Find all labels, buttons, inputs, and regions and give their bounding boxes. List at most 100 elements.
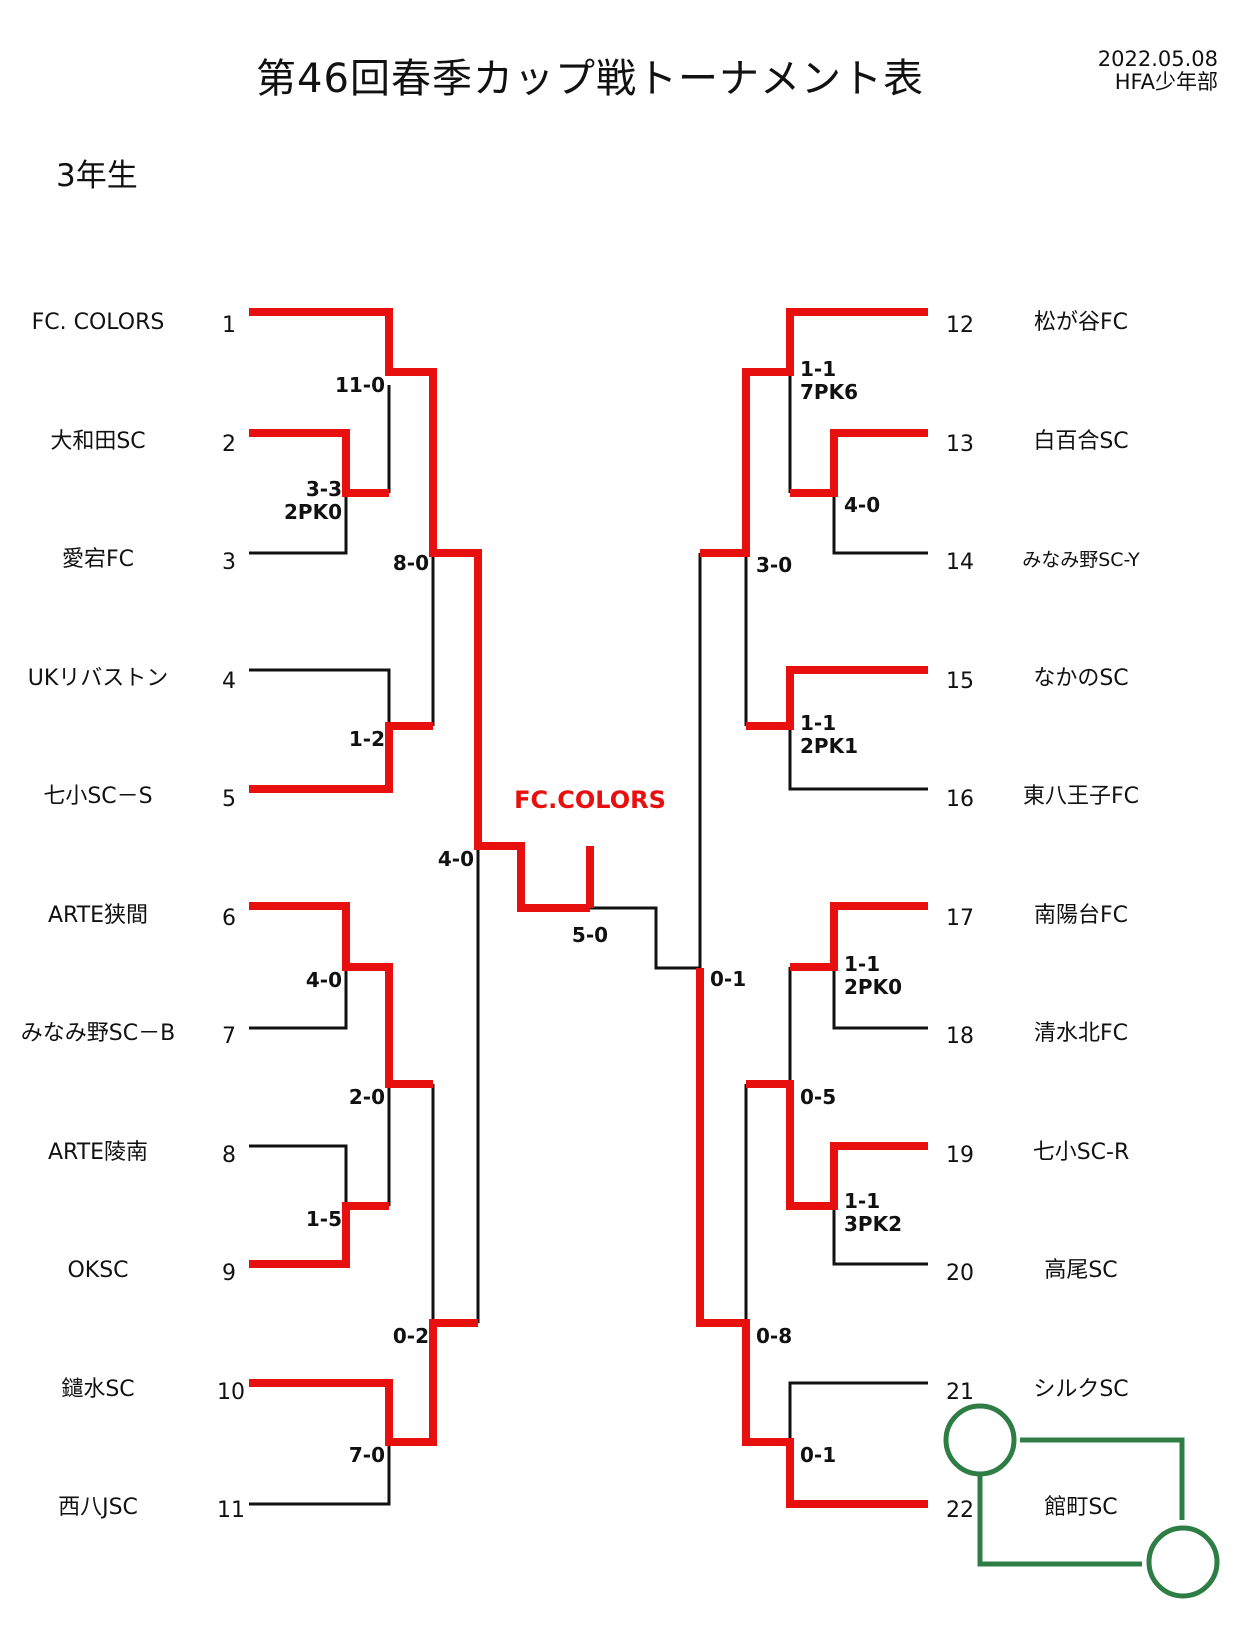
seed-number: 8 — [222, 1143, 236, 1168]
team-name: 高尾SC — [1044, 1258, 1117, 1283]
team-name: FC. COLORS — [32, 310, 165, 335]
annotation-swap — [943, 1403, 1220, 1599]
loser-line — [249, 967, 348, 1030]
winner-line — [249, 1319, 478, 1446]
pk-score: 2PK0 — [844, 975, 902, 999]
team-name: UKリバストン — [28, 666, 169, 691]
loser-line — [832, 1206, 928, 1266]
match-score: 0-2 — [393, 1324, 429, 1348]
loser-line — [788, 1381, 928, 1442]
match-score: 0-8 — [756, 1324, 792, 1348]
seed-number: 16 — [946, 787, 974, 812]
winner-line — [249, 429, 389, 497]
seed-number: 1 — [222, 313, 236, 338]
seed-number: 4 — [222, 669, 236, 694]
winner-line — [746, 1080, 928, 1210]
seed-number: 19 — [946, 1143, 974, 1168]
match-score: 1-1 — [844, 952, 880, 976]
winner-line — [696, 968, 928, 1508]
loser-line — [788, 726, 928, 791]
pk-score: 2PK0 — [284, 500, 342, 524]
match-score: 1-2 — [349, 727, 385, 751]
match-score: 1-5 — [306, 1207, 342, 1231]
match-score: 0-5 — [800, 1085, 836, 1109]
match-score: 1-1 — [844, 1189, 880, 1213]
scores-left: 11-0 3-3 2PK0 8-0 1-2 4-0 4-0 2-0 1-5 0-… — [284, 373, 474, 1467]
match-score: 2-0 — [349, 1085, 385, 1109]
seed-number: 9 — [222, 1261, 236, 1286]
match-score: 11-0 — [335, 373, 385, 397]
loser-line — [590, 906, 700, 970]
champion-name: FC.COLORS — [514, 786, 666, 814]
date-block: 2022.05.08 HFA少年部 — [1098, 48, 1218, 94]
annotation-line — [977, 1476, 1142, 1567]
team-name: 西八JSC — [58, 1495, 138, 1520]
match-score: 3-0 — [756, 553, 792, 577]
seed-number: 18 — [946, 1024, 974, 1049]
match-score: 4-0 — [306, 968, 342, 992]
match-score: 3-3 — [306, 477, 342, 501]
loser-line — [249, 493, 348, 555]
team-name: 七小SC-R — [1033, 1140, 1130, 1165]
seed-number: 22 — [946, 1498, 974, 1523]
winner-line — [249, 308, 590, 912]
winner-line — [249, 902, 433, 1088]
team-name: ARTE狭間 — [48, 903, 148, 928]
winner-line — [790, 429, 928, 497]
annotation-circle — [1146, 1525, 1220, 1599]
pk-score: 3PK2 — [844, 1212, 902, 1236]
winner-line — [249, 1202, 389, 1268]
team-name: 松が谷FC — [1034, 310, 1128, 335]
scores-right: 1-1 7PK6 4-0 3-0 1-1 2PK1 1-1 2PK0 0-1 0… — [710, 357, 902, 1467]
team-name: ARTE陵南 — [48, 1140, 148, 1165]
loser-line — [249, 668, 391, 726]
page-title: 第46回春季カップ戦トーナメント表 — [256, 56, 924, 102]
match-score: 7-0 — [349, 1443, 385, 1467]
seed-number: 5 — [222, 787, 236, 812]
pk-score: 7PK6 — [800, 380, 858, 404]
loser-line — [832, 493, 928, 555]
winner-line — [746, 666, 928, 730]
team-names-right: 松が谷FC 白百合SC みなみ野SC-Y なかのSC 東八王子FC 南陽台FC … — [1022, 310, 1140, 1520]
loser-line — [832, 967, 928, 1030]
team-name: OKSC — [67, 1258, 128, 1283]
seed-number: 10 — [217, 1380, 245, 1405]
team-name: みなみ野SC－B — [21, 1021, 175, 1046]
seed-number: 13 — [946, 432, 974, 457]
seed-number: 11 — [217, 1498, 245, 1523]
winner-paths — [249, 308, 928, 1508]
team-name: 東八王子FC — [1023, 784, 1139, 809]
seed-numbers-right: 12 13 14 15 16 17 18 19 20 21 22 — [946, 313, 974, 1523]
pk-score: 2PK1 — [800, 734, 858, 758]
match-score: 4-0 — [844, 493, 880, 517]
team-name: 清水北FC — [1034, 1021, 1128, 1046]
seed-numbers-left: 1 2 3 4 5 6 7 8 9 10 11 — [217, 313, 245, 1523]
winner-line — [700, 308, 928, 557]
winner-line — [790, 902, 928, 971]
team-name: シルクSC — [1033, 1377, 1128, 1402]
team-name: 愛宕FC — [62, 547, 134, 572]
team-name: 七小SC－S — [43, 784, 152, 809]
event-date: 2022.05.08 — [1097, 47, 1218, 71]
seed-number: 7 — [222, 1024, 236, 1049]
match-score: 8-0 — [393, 551, 429, 575]
seed-number: 14 — [946, 550, 974, 575]
seed-number: 15 — [946, 669, 974, 694]
team-name: 白百合SC — [1033, 429, 1128, 454]
annotation-circle — [943, 1403, 1017, 1477]
match-score: 1-1 — [800, 357, 836, 381]
annotation-line — [1020, 1437, 1185, 1520]
seed-number: 6 — [222, 906, 236, 931]
grade-label: 3年生 — [56, 158, 138, 194]
seed-number: 3 — [222, 550, 236, 575]
team-name: 南陽台FC — [1034, 903, 1128, 928]
seed-number: 17 — [946, 906, 974, 931]
match-score: 0-1 — [710, 967, 746, 991]
team-name: なかのSC — [1033, 666, 1128, 691]
seed-number: 2 — [222, 432, 236, 457]
winner-line — [249, 722, 433, 793]
loser-paths — [249, 372, 928, 1506]
team-name: 鑓水SC — [61, 1377, 134, 1402]
seed-number: 12 — [946, 313, 974, 338]
